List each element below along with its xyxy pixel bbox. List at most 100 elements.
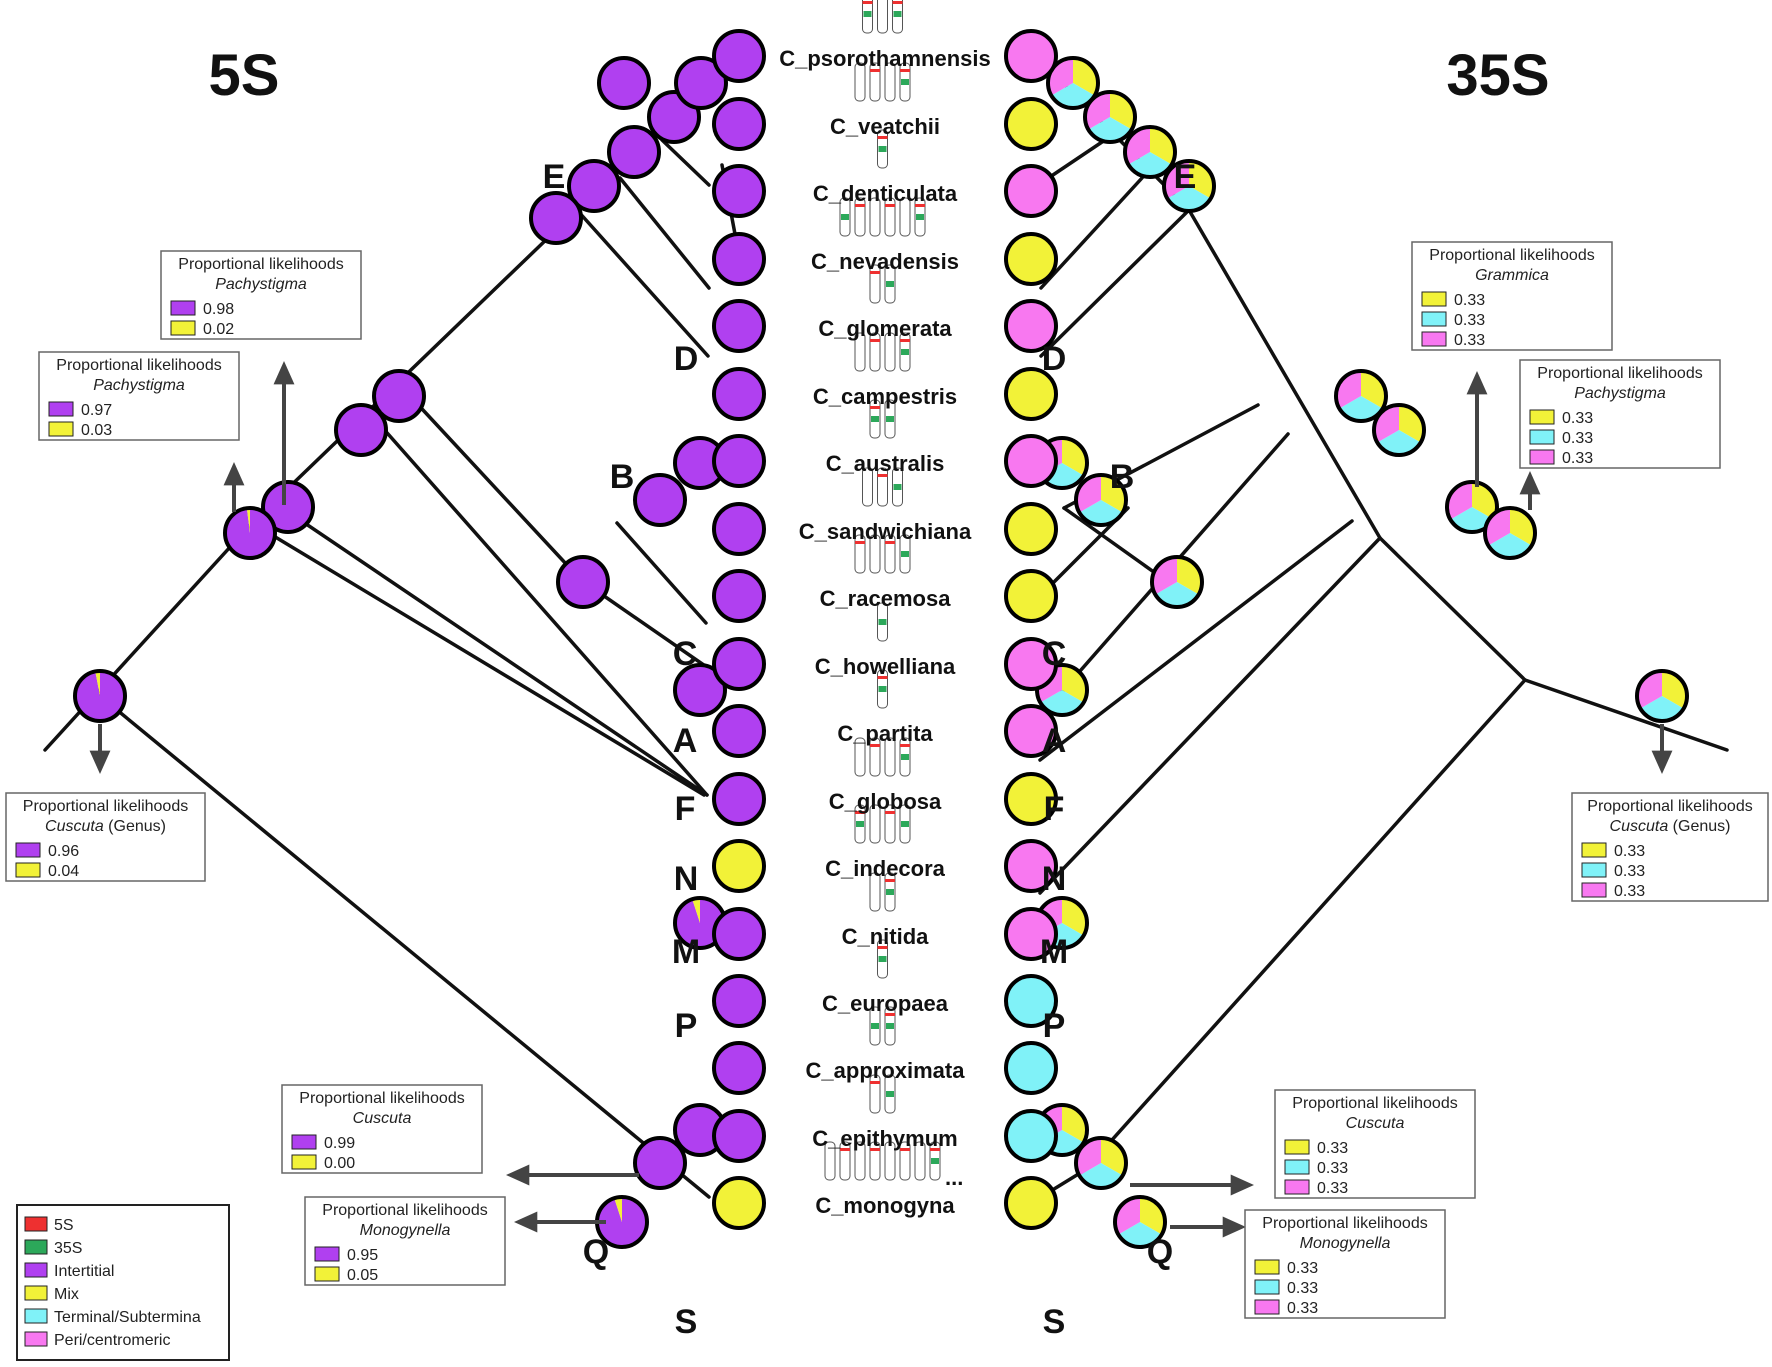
chromosome-icon (869, 399, 881, 439)
likelihood-value: 0.33 (1317, 1160, 1348, 1177)
chromosome-icon (884, 1074, 896, 1114)
pie-slice (263, 482, 313, 532)
chromosome-icon (884, 534, 896, 574)
rdna-35s-mark (886, 1023, 894, 1029)
ancestral-state-node-5s (73, 669, 127, 723)
clade-letter-5s: E (543, 158, 566, 196)
likelihood-box: Proportional likelihoodsCuscuta0.330.330… (1274, 1089, 1476, 1199)
chromosome-body (884, 737, 896, 777)
likelihood-swatch (1529, 429, 1555, 445)
pie-slice (74, 671, 125, 721)
tip-node-35s (1004, 29, 1058, 83)
tip-node-5s (712, 1176, 766, 1230)
clade-letter-5s: P (675, 1007, 698, 1045)
pie-slice (374, 371, 424, 421)
pie-slice (635, 1138, 685, 1188)
clade-letter-35s: D (1042, 340, 1067, 378)
pie-slice (714, 571, 764, 621)
node-ring (1004, 637, 1058, 691)
likelihood-box-clade: Grammica (1475, 267, 1549, 284)
branch (1039, 208, 1191, 358)
branch (615, 521, 708, 625)
chromosome-icon (899, 804, 911, 844)
pie-slice (714, 841, 764, 891)
arrow-right-pachystigma (1519, 471, 1541, 510)
node-ring (1004, 232, 1058, 286)
chromosome-icon (869, 264, 881, 304)
branch (1038, 519, 1354, 762)
clade-letter-35s: S (1043, 1303, 1066, 1341)
rdna-5s-mark (885, 541, 895, 544)
pie-slice (1006, 571, 1056, 621)
chromosome-icon (877, 939, 888, 979)
likelihood-swatch (1254, 1299, 1280, 1315)
likelihood-swatch (291, 1134, 317, 1150)
ancestral-state-node-35s (1372, 403, 1426, 457)
taxon-label: C_glomerata (818, 316, 952, 341)
node-ring (1150, 555, 1204, 609)
chromosome-icon (854, 332, 866, 372)
clade-letter-5s: B (610, 458, 635, 496)
pie-slice (224, 508, 275, 558)
clade-name: Cuscuta (45, 818, 104, 835)
likelihood-box-title: Proportional likelihoods (1587, 798, 1752, 815)
node-ring (712, 29, 766, 83)
arrow-head (223, 462, 245, 486)
rdna-5s-mark (900, 69, 910, 72)
pie-slice (635, 475, 685, 525)
tip-node-5s (712, 29, 766, 83)
clade-letter-5s: Q (583, 1233, 609, 1271)
chromosome-icon (884, 264, 896, 304)
legend-swatch (24, 1331, 48, 1347)
tip-node-5s (712, 839, 766, 893)
node-ring (223, 506, 277, 560)
chromosome-body (854, 62, 866, 102)
chromosome-icon (824, 1141, 836, 1181)
chromosome-body (854, 737, 866, 777)
ancestral-state-node-5s (261, 480, 315, 534)
ancestral-state-node-35s (1113, 1195, 1167, 1249)
chromosome-icon (884, 332, 896, 372)
branch (98, 694, 711, 1199)
node-ring (372, 369, 426, 423)
chromosome-body (869, 534, 881, 574)
branch (250, 521, 706, 797)
chromosome-icon (854, 197, 866, 237)
chromosome-icon (884, 1006, 896, 1046)
chromosome-icon (869, 197, 881, 237)
monogyna-ellipsis: ... (945, 1165, 963, 1190)
rdna-5s-mark (900, 1148, 910, 1151)
chromosome-icon (899, 197, 911, 237)
taxon-label: C_sandwichiana (799, 519, 972, 544)
rdna-5s-mark (870, 1081, 880, 1084)
chromosome-icon (869, 332, 881, 372)
clade-letter-5s: D (674, 340, 699, 378)
likelihood-swatch (1581, 842, 1607, 858)
node-ring (1004, 434, 1058, 488)
pie-slice (714, 504, 764, 554)
node-ring (334, 403, 388, 457)
node-ring (1004, 299, 1058, 353)
rdna-5s-mark (870, 339, 880, 342)
tip-node-35s (1004, 974, 1058, 1028)
pie-slice (597, 1197, 648, 1247)
pie-slice (714, 639, 764, 689)
title-35s: 35S (1446, 43, 1549, 108)
legend-swatch (24, 1285, 48, 1301)
chromosome-body (899, 1141, 911, 1181)
chromosome-icon (892, 467, 903, 507)
chromosome-icon (914, 197, 926, 237)
pie-slice (714, 436, 764, 486)
likelihood-value: 0.33 (1614, 843, 1645, 860)
likelihood-box-title: Proportional likelihoods (23, 798, 188, 815)
arrow-head (506, 1164, 530, 1186)
likelihood-swatch (1529, 409, 1555, 425)
clade-letter-35s: F (1044, 790, 1065, 828)
arrow-left-cuscuta (506, 1164, 639, 1186)
rdna-35s-mark (886, 281, 894, 287)
node-ring (673, 663, 727, 717)
ancestral-state-node-35s (1162, 159, 1216, 213)
node-ring (1004, 704, 1058, 758)
branch (43, 521, 254, 752)
